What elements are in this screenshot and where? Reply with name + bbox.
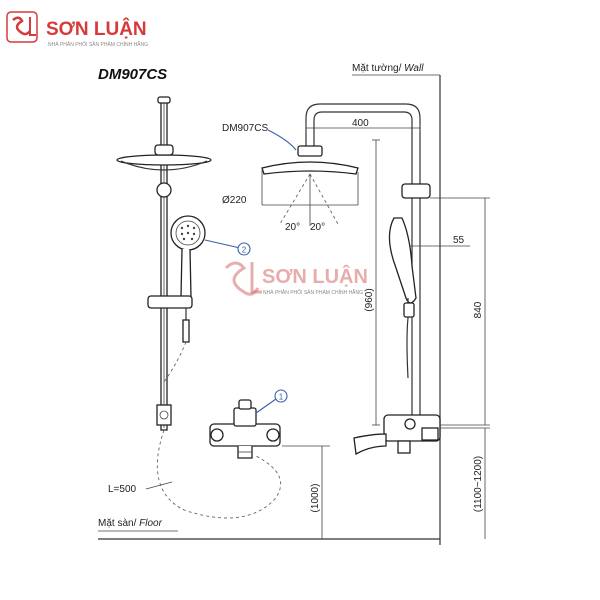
brand-name: SƠN LUẬN — [46, 18, 147, 40]
front-view — [116, 96, 282, 519]
bar-height-dimension: (960) — [364, 139, 380, 426]
mixer-height-dimension: (1000) — [282, 445, 330, 539]
hose-length-label: L=500 — [108, 484, 137, 495]
front-mixer — [209, 399, 281, 459]
callout-1-marker — [274, 389, 288, 403]
front-hand-shower — [170, 215, 206, 298]
mixer-range-dimension: (1100~1200) — [440, 427, 490, 539]
mixer-range-label: (1100~1200) — [473, 456, 484, 512]
brand-logo — [6, 11, 38, 43]
wall-label-prefix: Mặt tường/ Wall — [352, 63, 424, 74]
spray-angle-right: 20° — [310, 222, 325, 233]
head-diameter-label: Ø220 — [222, 195, 247, 206]
watermark-tagline: NHÀ PHÂN PHỐI SẢN PHẨM CHÍNH HÃNG — [263, 289, 363, 296]
side-view: Ø220 20° 20° DM907CS — [222, 103, 441, 456]
watermark: SƠN LUẬN NHÀ PHÂN PHỐI SẢN PHẨM CHÍNH HÃ… — [224, 261, 368, 296]
holder-offset-dimension: 55 — [410, 235, 470, 247]
callout-2-label: 2 — [242, 246, 247, 255]
riser-height-dimension: 840 — [430, 197, 490, 426]
side-mixer — [353, 414, 441, 456]
side-shower-arm — [305, 103, 421, 418]
holder-offset-label: 55 — [453, 235, 465, 246]
head-model-label: DM907CS — [222, 123, 268, 134]
arm-reach-label: 400 — [352, 118, 369, 129]
floor-label-prefix: Mặt sàn/ Floor — [98, 518, 163, 529]
arm-reach-dimension: 400 — [305, 118, 421, 132]
bar-height-label: (960) — [364, 288, 375, 311]
side-holder — [401, 183, 431, 199]
callout-1-label: 1 — [279, 393, 284, 402]
front-hose-path — [156, 429, 282, 519]
side-rain-head — [261, 161, 359, 175]
front-rain-head — [116, 154, 212, 166]
watermark-name: SƠN LUẬN — [262, 264, 368, 288]
brand-tagline: NHÀ PHÂN PHỐI SẢN PHẨM CHÍNH HÃNG — [48, 41, 148, 48]
callout-2-marker — [237, 242, 251, 256]
mixer-height-label: (1000) — [310, 484, 321, 513]
riser-height-label: 840 — [473, 301, 484, 318]
spray-angle-left: 20° — [285, 222, 300, 233]
model-title: DM907CS — [98, 66, 167, 83]
front-slide-bracket — [147, 295, 193, 309]
